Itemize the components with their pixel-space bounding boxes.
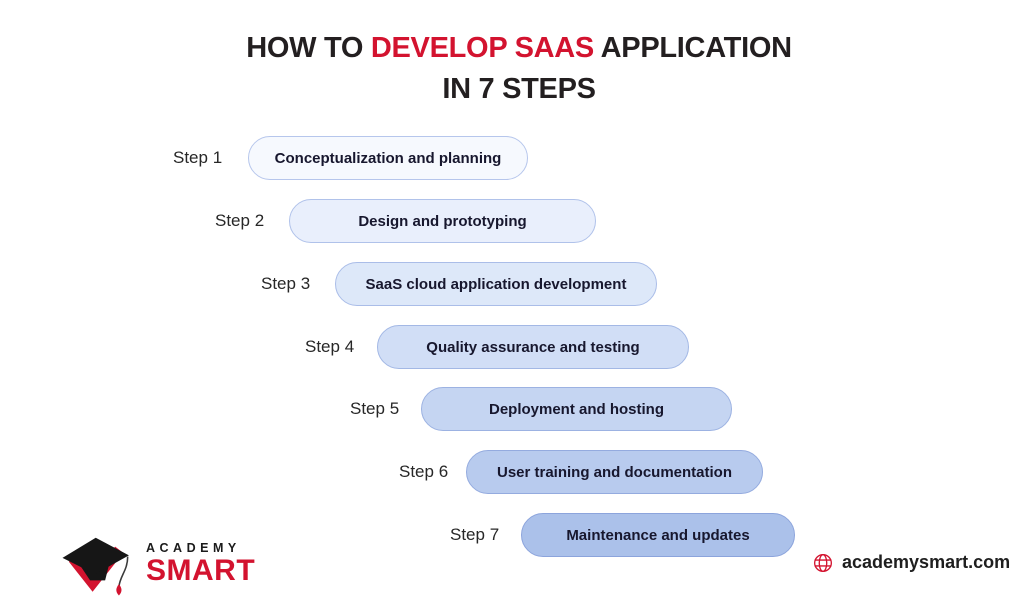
step-label: Step 1 — [173, 148, 223, 167]
step-row-6: Step 6 User training and documentation — [0, 450, 1024, 494]
academy-smart-logo: ACADEMY SMART — [60, 529, 255, 603]
step-label: Step 5 — [350, 399, 400, 418]
globe-icon — [814, 553, 832, 572]
step-pill: User training and documentation — [466, 450, 763, 494]
page-title: HOW TO DEVELOP SAAS APPLICATION IN 7 STE… — [0, 28, 1024, 110]
logo-text-smart: SMART — [146, 554, 256, 587]
step-pill: Quality assurance and testing — [377, 325, 689, 369]
step-row-4: Step 4 Quality assurance and testing — [0, 325, 1024, 369]
logo-text: ACADEMY SMART — [146, 529, 255, 586]
step-pill: Conceptualization and planning — [248, 136, 528, 180]
website-footer: academysmart.com — [813, 552, 1010, 573]
title-highlight: DEVELOP SAAS — [370, 32, 594, 64]
step-pill: Design and prototyping — [289, 199, 596, 243]
step-row-3: Step 3 SaaS cloud application developmen… — [0, 262, 1024, 306]
step-row-2: Step 2 Design and prototyping — [0, 199, 1024, 243]
step-row-7: Step 7 Maintenance and updates — [0, 513, 1024, 557]
title-line-2: IN 7 STEPS — [442, 73, 596, 105]
logo-text-academy: ACADEMY — [146, 541, 241, 555]
title-line-1: HOW TO DEVELOP SAAS APPLICATION — [246, 32, 792, 64]
step-label: Step 3 — [261, 274, 311, 293]
step-label: Step 7 — [450, 525, 500, 544]
graduation-cap-icon — [62, 537, 129, 596]
step-label: Step 2 — [215, 211, 265, 230]
step-pill: Deployment and hosting — [421, 387, 732, 431]
step-pill: Maintenance and updates — [521, 513, 795, 557]
website-url: academysmart.com — [842, 552, 1011, 572]
step-row-5: Step 5 Deployment and hosting — [0, 387, 1024, 431]
step-pill: SaaS cloud application development — [335, 262, 657, 306]
step-row-1: Step 1 Conceptualization and planning — [0, 136, 1024, 180]
step-label: Step 6 — [399, 462, 449, 481]
step-label: Step 4 — [305, 337, 355, 356]
